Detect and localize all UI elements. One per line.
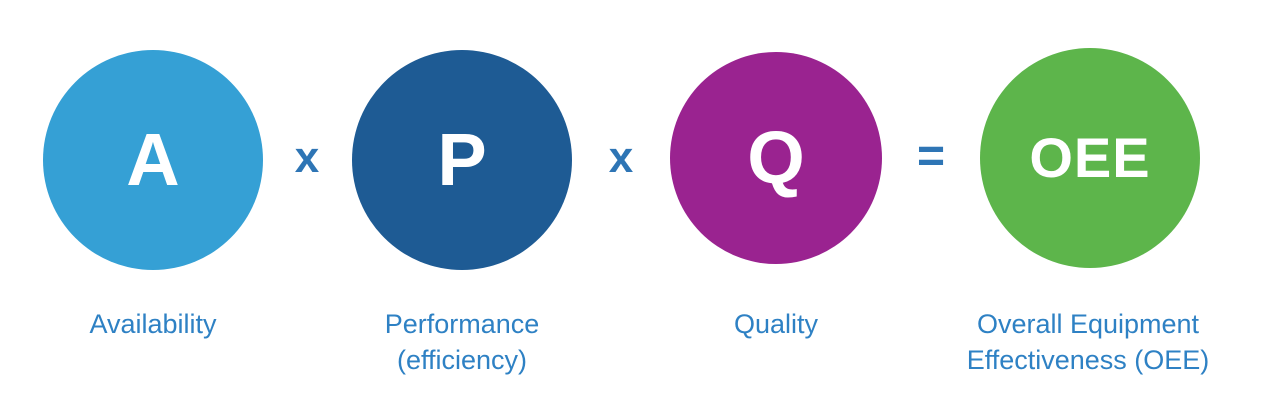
performance-letter: P: [437, 118, 487, 201]
quality-letter: Q: [747, 116, 805, 199]
performance-label-line2: (efficiency): [396, 345, 528, 375]
performance-label: Performance (efficiency): [385, 306, 540, 378]
performance-label-line1: Performance: [384, 309, 540, 339]
oee-label: Overall Equipment Effectiveness (OEE): [967, 306, 1210, 378]
multiply-operator-2: x: [608, 133, 634, 182]
multiply-operator-1: x: [294, 133, 320, 182]
availability-label-line1: Availability: [89, 309, 217, 339]
oee-circle: OEE: [980, 48, 1200, 268]
oee-letter: OEE: [1029, 126, 1151, 189]
equals-operator: =: [916, 130, 946, 183]
availability-label: Availability: [89, 306, 216, 342]
oee-label-line1: Overall Equipment: [976, 309, 1200, 339]
oee-label-line2: Effectiveness (OEE): [966, 345, 1210, 375]
availability-letter: A: [126, 118, 180, 201]
quality-circle: Q: [670, 52, 882, 264]
quality-label-line1: Quality: [733, 309, 819, 339]
quality-label: Quality: [734, 306, 818, 342]
performance-circle: P: [352, 50, 572, 270]
availability-circle: A: [43, 50, 263, 270]
